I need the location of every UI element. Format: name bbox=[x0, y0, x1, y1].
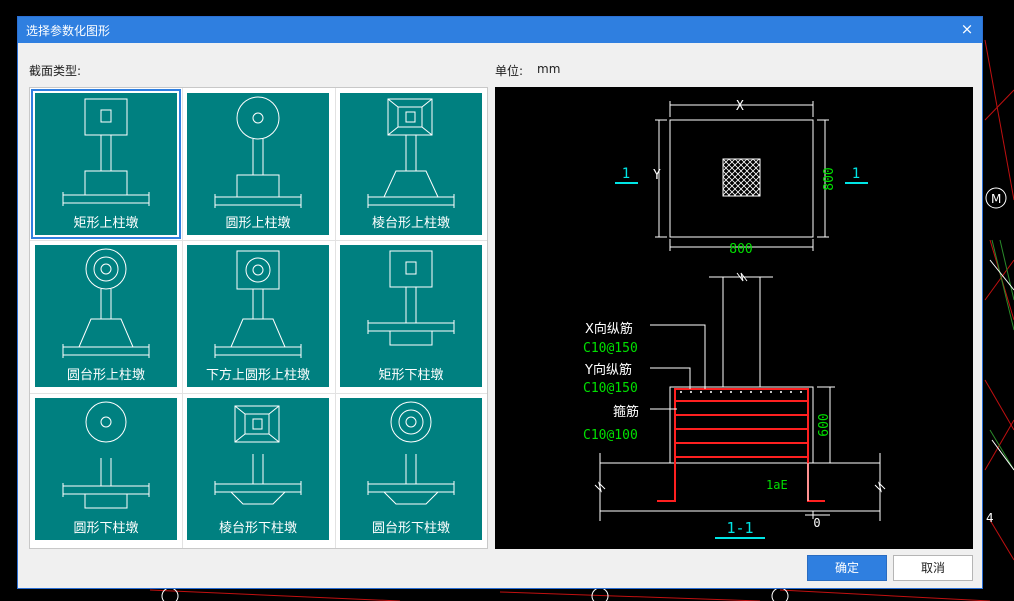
break-symbol bbox=[874, 481, 886, 493]
leader-lines bbox=[650, 324, 706, 410]
shape-tile-label: 下方上圆形上柱墩 bbox=[205, 368, 310, 383]
rect-lower-pier-icon bbox=[367, 250, 455, 346]
round-frustum-upper-pier-icon bbox=[62, 248, 150, 358]
grid-divider bbox=[30, 393, 487, 394]
unit-value: mm bbox=[537, 62, 561, 76]
svg-text:4: 4 bbox=[986, 511, 994, 525]
shape-tile-circle-lower[interactable]: 圆形下柱墩 bbox=[31, 394, 181, 544]
round-frustum-lower-pier-icon bbox=[367, 401, 455, 505]
dialog-titlebar: 选择参数化图形 × bbox=[18, 17, 982, 43]
section-mark-left: 1 bbox=[622, 166, 630, 182]
svg-text:M: M bbox=[991, 192, 1001, 206]
shape-tile-rect-upper[interactable]: 矩形上柱墩 bbox=[31, 89, 181, 239]
plan-view: X Y 800 800 1 1 bbox=[615, 99, 868, 257]
square-base-round-top-pier-icon bbox=[214, 250, 302, 358]
section-type-label: 截面类型: bbox=[29, 64, 82, 78]
shape-tile-label: 棱台形下柱墩 bbox=[218, 521, 297, 536]
plan-outline bbox=[669, 119, 814, 238]
grid-divider bbox=[182, 88, 183, 548]
grid-divider bbox=[335, 88, 336, 548]
rebar-cage bbox=[657, 388, 825, 502]
shape-preview: X Y 800 800 1 1 bbox=[495, 87, 973, 549]
y-rebar-label: Y向纵筋 bbox=[584, 362, 632, 378]
shape-tile-label: 圆台形上柱墩 bbox=[66, 368, 145, 383]
plan-x-label: X bbox=[736, 99, 744, 114]
frustum-lower-pier-icon bbox=[214, 405, 302, 505]
section-view: X向纵筋 C10@150 Y向纵筋 C10@150 箍筋 C10@100 600… bbox=[583, 272, 886, 539]
plan-y-label: Y bbox=[653, 168, 661, 183]
stirrup-label: 箍筋 bbox=[613, 404, 639, 420]
x-rebar-label: X向纵筋 bbox=[585, 321, 633, 337]
shape-tile-square-base-round-top-upper[interactable]: 下方上圆形上柱墩 bbox=[183, 241, 333, 391]
shape-tile-circle-upper[interactable]: 圆形上柱墩 bbox=[183, 89, 333, 239]
shape-tile-label: 矩形下柱墩 bbox=[378, 368, 444, 383]
circle-upper-pier-icon bbox=[214, 96, 302, 208]
cancel-button[interactable]: 取消 bbox=[893, 555, 973, 581]
height-value: 600 bbox=[817, 413, 832, 436]
stirrup-value: C10@100 bbox=[583, 428, 638, 443]
shape-tile-label: 棱台形上柱墩 bbox=[371, 216, 450, 231]
section-title: 1-1 bbox=[726, 519, 753, 537]
x-rebar-value: C10@150 bbox=[583, 341, 638, 356]
close-icon[interactable]: × bbox=[960, 20, 974, 38]
plan-height-value: 800 bbox=[822, 167, 837, 190]
grid-divider bbox=[30, 240, 487, 241]
shape-tile-label: 圆台形下柱墩 bbox=[371, 521, 450, 536]
break-symbol bbox=[736, 272, 748, 282]
rebar-dots bbox=[680, 391, 802, 393]
offset-value: 0 bbox=[813, 516, 820, 530]
anchor-label: 1aE bbox=[766, 478, 788, 492]
section-mark-right: 1 bbox=[852, 166, 860, 182]
preview-drawing: X Y 800 800 1 1 bbox=[583, 99, 886, 539]
rect-upper-pier-icon bbox=[62, 98, 150, 206]
ok-button[interactable]: 确定 bbox=[807, 555, 887, 581]
break-symbol bbox=[594, 481, 606, 493]
shape-tile-round-frustum-upper[interactable]: 圆台形上柱墩 bbox=[31, 241, 181, 391]
dialog-title: 选择参数化图形 bbox=[26, 24, 111, 38]
frustum-upper-pier-icon bbox=[367, 98, 455, 208]
shape-tile-frustum-upper[interactable]: 棱台形上柱墩 bbox=[336, 89, 486, 239]
shape-tile-round-frustum-lower[interactable]: 圆台形下柱墩 bbox=[336, 394, 486, 544]
shape-tile-label: 圆形下柱墩 bbox=[73, 521, 139, 536]
parametric-shape-dialog: 选择参数化图形 × 截面类型: 单位: mm bbox=[17, 16, 983, 589]
circle-lower-pier-icon bbox=[62, 401, 150, 509]
plan-width-value: 800 bbox=[729, 242, 752, 257]
column-hatch bbox=[722, 158, 761, 197]
shape-tile-frustum-lower[interactable]: 棱台形下柱墩 bbox=[183, 394, 333, 544]
unit-label: 单位: bbox=[495, 64, 524, 78]
shape-tile-rect-lower[interactable]: 矩形下柱墩 bbox=[336, 241, 486, 391]
shape-tile-label: 圆形上柱墩 bbox=[225, 216, 291, 231]
y-rebar-value: C10@150 bbox=[583, 381, 638, 396]
pier-outline bbox=[669, 386, 814, 464]
shape-tile-label: 矩形上柱墩 bbox=[73, 216, 139, 231]
shape-gallery: 矩形上柱墩 圆形上柱墩 bbox=[29, 87, 488, 549]
resize-grip-icon[interactable] bbox=[972, 578, 980, 586]
